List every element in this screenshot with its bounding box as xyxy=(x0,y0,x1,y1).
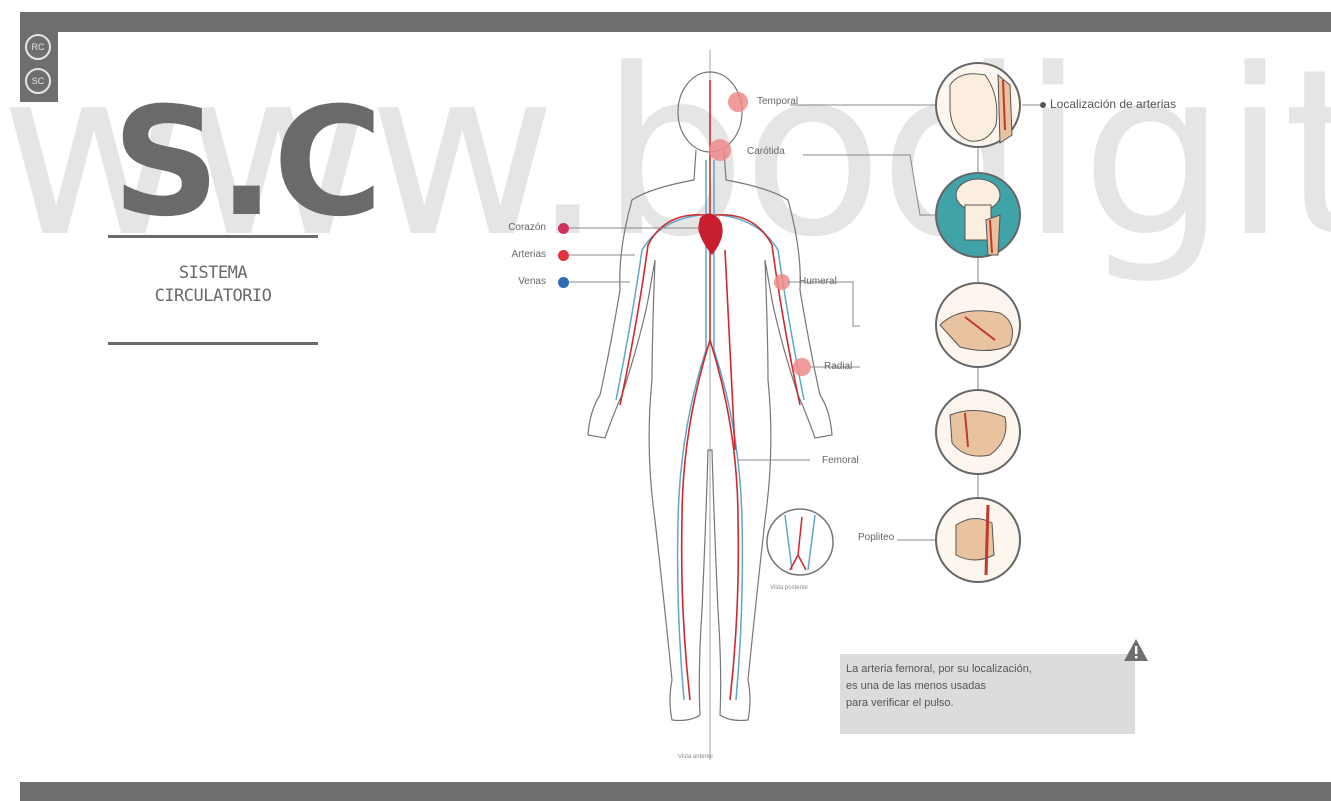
temporal-illustration xyxy=(936,63,1020,147)
title-divider xyxy=(108,235,318,238)
temporal-pulse-marker xyxy=(728,92,748,112)
heart-icon xyxy=(698,213,723,255)
heart-legend-dot xyxy=(558,223,569,234)
warning-icon xyxy=(1123,638,1149,662)
legend-label-veins: Venas xyxy=(482,276,546,287)
note-text: La arteria femoral, por su localización,… xyxy=(846,661,1131,712)
subtitle-divider xyxy=(108,342,318,345)
license-badge-icon: RC xyxy=(25,34,51,60)
callout-label: Localización de arterias xyxy=(1050,97,1176,111)
detail-caption: Vista posterior xyxy=(770,585,808,591)
legend-label-arteries: Arterias xyxy=(482,249,546,260)
page-subtitle: SISTEMA CIRCULATORIO xyxy=(108,262,318,308)
humeral-illustration xyxy=(936,283,1020,367)
top-bar xyxy=(20,12,1331,32)
carotid-pulse-marker xyxy=(709,139,731,161)
page-title: S.C xyxy=(112,88,381,238)
license-badge-icon: SC xyxy=(25,68,51,94)
popliteal-illustration xyxy=(936,498,1020,582)
carotid-illustration xyxy=(936,173,1020,257)
pulse-illustrations xyxy=(760,55,1240,595)
bottom-bar xyxy=(20,782,1331,801)
body-caption: Vista anterior xyxy=(678,754,713,760)
legend-label-heart: Corazón xyxy=(482,222,546,233)
artery-legend-dot xyxy=(558,250,569,261)
radial-illustration xyxy=(936,390,1020,474)
callout-dot xyxy=(1040,102,1046,108)
posterior-detail-illustration xyxy=(767,509,833,575)
subtitle-line: SISTEMA xyxy=(108,262,318,285)
subtitle-line: CIRCULATORIO xyxy=(108,285,318,308)
vein-legend-dot xyxy=(558,277,569,288)
